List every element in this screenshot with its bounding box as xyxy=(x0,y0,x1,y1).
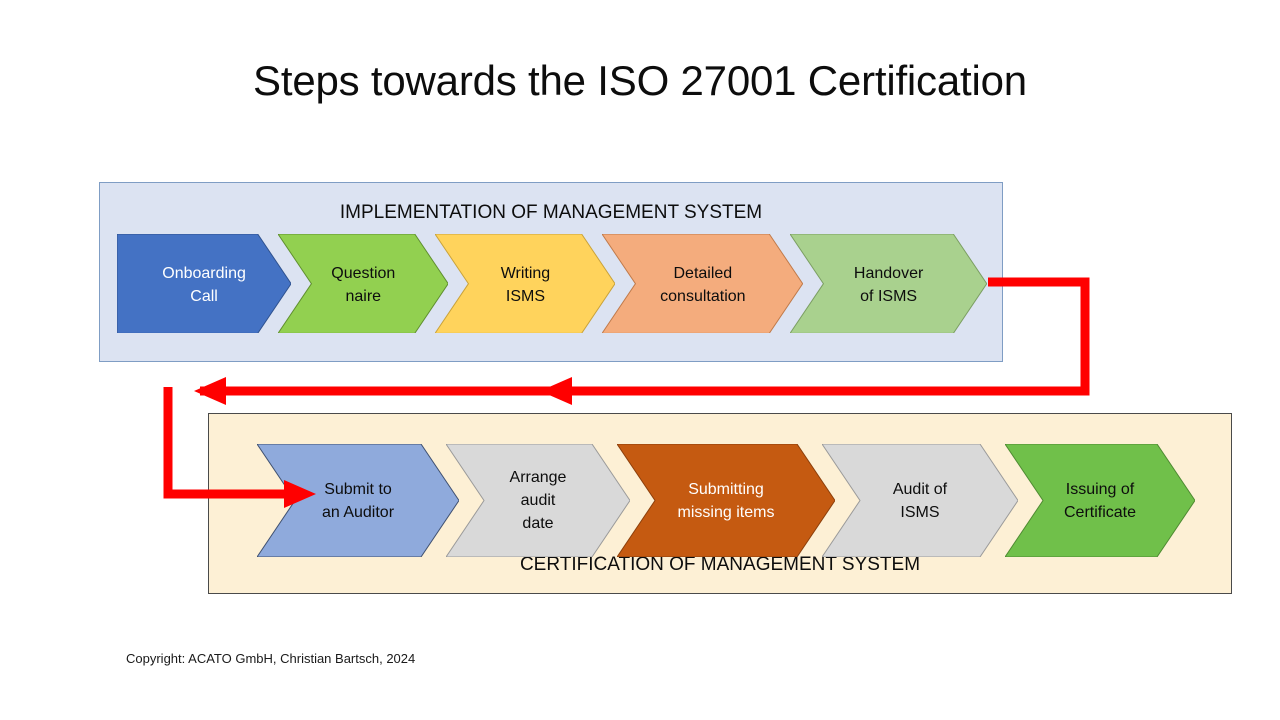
connector-arrowhead-mid xyxy=(540,377,572,405)
implementation-step-row: Onboarding Call Question naire Writing I… xyxy=(117,234,987,335)
certification-panel-caption: CERTIFICATION OF MANAGEMENT SYSTEM xyxy=(519,554,921,575)
step-arrange-audit-date[interactable]: Arrange audit date xyxy=(446,444,630,557)
step-questionnaire[interactable]: Question naire xyxy=(278,234,449,335)
chevron-shape-icon xyxy=(602,234,804,334)
page-title: Steps towards the ISO 27001 Certificatio… xyxy=(253,57,1027,104)
chevron-shape-icon xyxy=(617,444,835,557)
step-onboarding-call[interactable]: Onboarding Call xyxy=(117,234,292,335)
chevron-shape-icon xyxy=(1005,444,1195,557)
step-audit-of-isms[interactable]: Audit of ISMS xyxy=(822,444,1018,557)
step-issuing-of-certificate[interactable]: Issuing of Certificate xyxy=(1005,444,1195,557)
certification-step-row: Submit to an Auditor Arrange audit date … xyxy=(257,444,1217,557)
step-detailed-consultation[interactable]: Detailed consultation xyxy=(602,234,804,335)
step-submit-to-auditor[interactable]: Submit to an Auditor xyxy=(257,444,459,557)
chevron-shape-icon xyxy=(790,234,987,334)
copyright-text: Copyright: ACATO GmbH, Christian Bartsch… xyxy=(126,651,416,666)
chevron-shape-icon xyxy=(446,444,630,557)
implementation-panel: IMPLEMENTATION OF MANAGEMENT SYSTEM Onbo… xyxy=(99,182,1003,362)
step-handover-of-isms[interactable]: Handover of ISMS xyxy=(790,234,987,335)
implementation-panel-caption: IMPLEMENTATION OF MANAGEMENT SYSTEM xyxy=(339,202,763,223)
connector-arrowhead-left xyxy=(194,377,226,405)
chevron-shape-icon xyxy=(278,234,449,334)
chevron-shape-icon xyxy=(822,444,1018,557)
certification-panel: CERTIFICATION OF MANAGEMENT SYSTEM Submi… xyxy=(208,413,1232,594)
chevron-shape-icon xyxy=(257,444,459,557)
chevron-shape-icon xyxy=(435,234,616,334)
step-submitting-missing-items[interactable]: Submitting missing items xyxy=(617,444,835,557)
step-writing-isms[interactable]: Writing ISMS xyxy=(435,234,616,335)
pentagon-shape-icon xyxy=(117,234,292,334)
